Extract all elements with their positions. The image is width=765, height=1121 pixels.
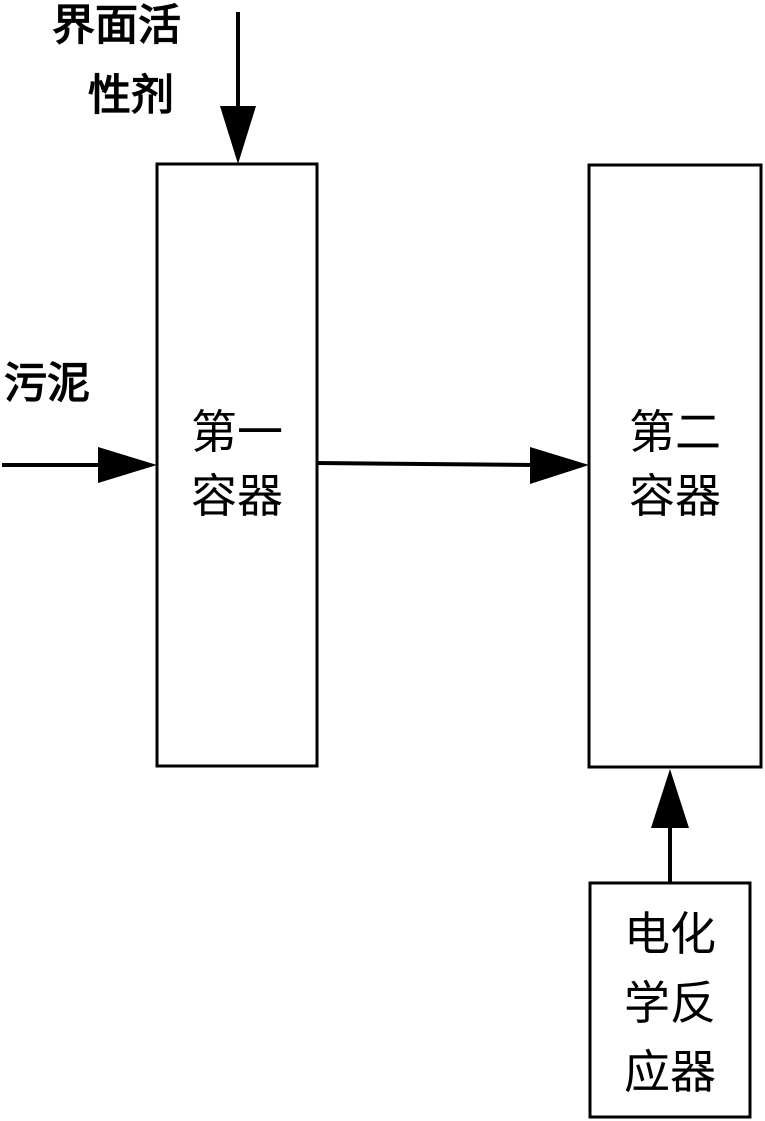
first-container: 第一 容器	[155, 162, 319, 768]
sludge-arrow-head	[98, 447, 157, 483]
electrochemical-reactor-box	[588, 881, 752, 1119]
first-container-box	[155, 162, 319, 768]
second-container-label-line1: 第二	[629, 405, 721, 459]
electrochemical-reactor-label-line3: 应器	[624, 1045, 716, 1099]
transfer-arrow	[316, 447, 589, 484]
electrochemical-reactor-label-line1: 电化	[624, 907, 716, 961]
first-container-label-line2: 容器	[191, 469, 283, 523]
second-container: 第二 容器	[587, 163, 763, 769]
transfer-arrow-line	[316, 461, 536, 467]
second-container-box	[587, 163, 763, 769]
electrochemical-reactor: 电化 学反 应器	[588, 881, 752, 1119]
reactor-arrow-head	[651, 769, 689, 828]
electrochemical-reactor-label-line2: 学反	[624, 976, 716, 1030]
second-container-label-line2: 容器	[629, 469, 721, 523]
surfactant-label-line1: 界面活	[52, 1, 181, 51]
reactor-arrow	[651, 769, 689, 883]
transfer-arrow-head	[530, 447, 589, 484]
surfactant-label-line2: 性剂	[88, 71, 174, 121]
surfactant-arrow-head	[220, 106, 256, 164]
sludge-arrow	[2, 447, 157, 483]
sludge-label: 污泥	[4, 359, 90, 409]
surfactant-arrow	[220, 12, 256, 164]
first-container-label-line1: 第一	[191, 405, 283, 459]
surfactant-label: 界面活 性剂	[52, 1, 181, 121]
